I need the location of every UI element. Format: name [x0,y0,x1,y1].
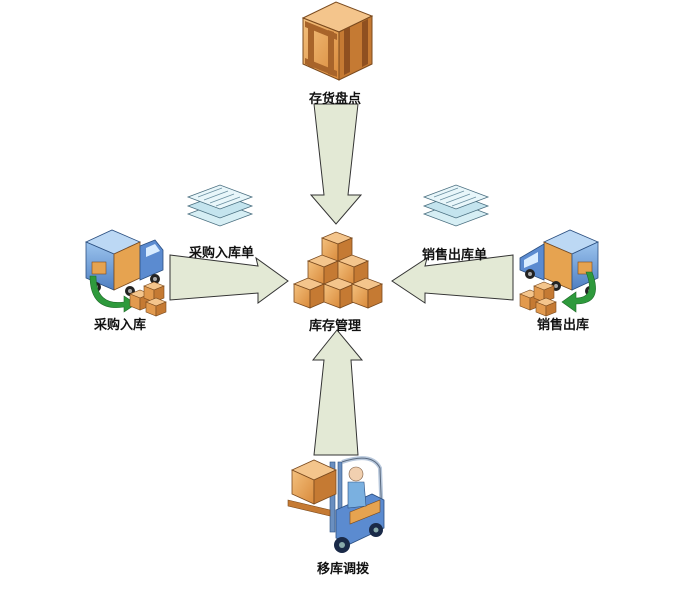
document-stack-icon [186,184,254,227]
delivery-truck-icon [85,229,164,296]
node-label-sales-out: 销售出库 [537,318,590,333]
node-label-sales-doc: 销售出库单 [422,248,488,263]
curved-green-arrow-icon [89,275,137,313]
arrow-count-to-management [309,103,363,225]
box-stack-icon [292,231,384,309]
arrow-purchase-to-management [169,254,289,304]
small-box-stack-icon [519,281,557,317]
node-label-inventory-count: 存货盘点 [309,92,362,107]
document-stack-icon [422,184,490,227]
arrow-transfer-to-management [311,329,364,456]
node-label-purchase-in: 采购入库 [94,318,147,333]
wooden-crate-icon [301,1,374,81]
node-label-transfer: 移库调拨 [317,562,370,577]
node-label-purchase-doc: 采购入库单 [189,246,255,261]
delivery-truck-icon [519,229,599,296]
small-box-stack-icon [129,281,167,317]
forklift-icon [287,456,385,553]
curved-green-arrow-icon [561,271,596,313]
arrow-sales-to-management [391,254,514,304]
node-label-inventory-management: 库存管理 [309,319,362,334]
